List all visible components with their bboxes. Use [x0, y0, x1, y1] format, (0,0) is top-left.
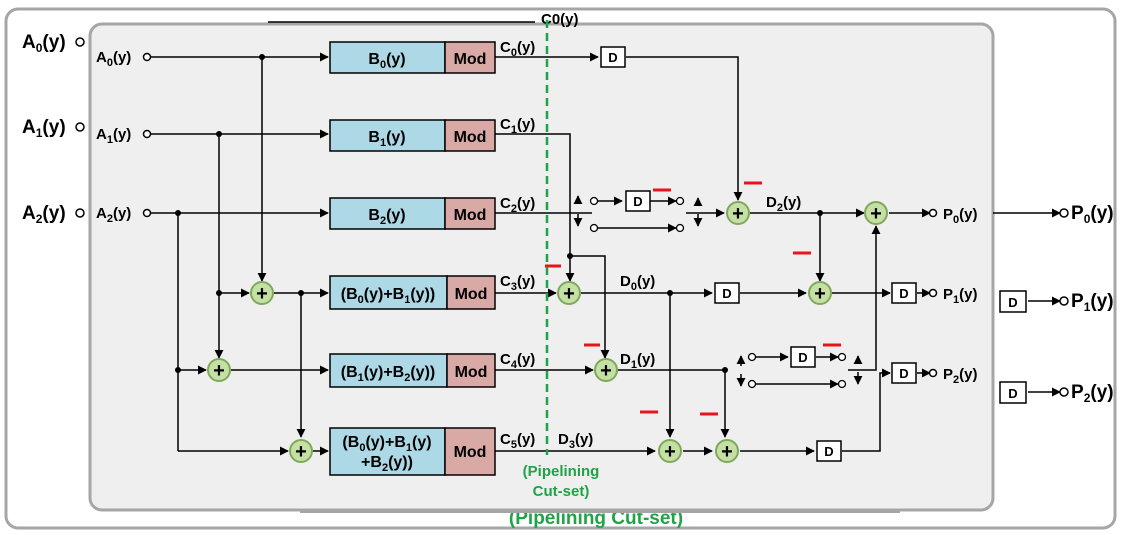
inner-input-a0: A0(y): [96, 49, 152, 69]
sub: 0: [36, 41, 43, 55]
junction-dots: [175, 54, 823, 373]
inner-panel: [88, 22, 995, 512]
svg-text:A1(y): A1(y): [22, 117, 66, 140]
delay-label: D: [899, 366, 908, 381]
svg-text:P1(y): P1(y): [943, 286, 977, 306]
adder-icon: +: [594, 358, 618, 382]
c-labels: C0(y) C1(y) C2(y) C3(y) C4(y) C5(y): [500, 39, 535, 451]
adder-icon: +: [557, 281, 581, 305]
delay-label: D: [798, 350, 807, 365]
inner-output-p2: P2(y): [928, 366, 977, 386]
adder-icon: +: [808, 281, 832, 305]
svg-text:C1(y): C1(y): [500, 116, 535, 136]
svg-text:(B0(y)+B1(y)): (B0(y)+B1(y)): [341, 286, 435, 306]
svg-text:C0(y): C0(y): [500, 39, 535, 59]
svg-text:P0(y): P0(y): [1071, 203, 1114, 226]
block-b2: B2(y) Mod: [329, 197, 496, 230]
inner-output-p1: P1(y): [928, 286, 977, 306]
svg-text:+: +: [256, 283, 268, 305]
adder-icon: +: [864, 201, 888, 225]
svg-text:+: +: [295, 441, 307, 463]
svg-text:A2(y): A2(y): [22, 203, 66, 226]
svg-text:(B1(y)+B2(y)): (B1(y)+B2(y)): [341, 364, 435, 384]
svg-text:+: +: [213, 360, 225, 382]
cutset-label-inner-2: Cut-set): [533, 483, 590, 500]
delay-label: D: [824, 444, 833, 459]
svg-text:D2(y): D2(y): [766, 194, 801, 214]
svg-text:+: +: [664, 441, 676, 463]
svg-text:D0(y): D0(y): [620, 273, 655, 293]
svg-text:D3(y): D3(y): [558, 431, 593, 451]
adder-icon: +: [726, 201, 750, 225]
delay-label: D: [1008, 386, 1017, 401]
top-occluded-label: C0(y): [541, 11, 579, 28]
svg-text:C3(y): C3(y): [500, 273, 535, 293]
svg-text:+: +: [721, 441, 733, 463]
outer-output-p2: P2(y): [1059, 382, 1114, 405]
svg-text:A1(y): A1(y): [96, 126, 131, 146]
adder-icon: +: [289, 439, 313, 463]
outer-output-p0: P0(y): [1059, 203, 1114, 226]
delay-label: D: [1008, 295, 1017, 310]
svg-text:+: +: [563, 283, 575, 305]
outer-frame-gap: [300, 510, 900, 513]
block-b0-b1-b2: (B0(y)+B1(y) +B2(y)) Mod: [329, 427, 496, 476]
delay-labels: D D D D D D D D D: [608, 50, 1017, 459]
svg-text:B2(y): B2(y): [368, 207, 405, 227]
delay-label: D: [633, 194, 642, 209]
svg-text:P0(y): P0(y): [943, 206, 977, 226]
delay-label: D: [608, 50, 617, 65]
svg-text:C2(y): C2(y): [500, 195, 535, 215]
adder-icon: +: [658, 439, 682, 463]
adder-icon: +: [207, 358, 231, 382]
svg-text:+: +: [732, 203, 744, 225]
mod-label: Mod: [454, 444, 487, 461]
svg-text:A2(y): A2(y): [96, 205, 131, 225]
svg-text:+: +: [870, 203, 882, 225]
switch-contacts: [589, 196, 847, 389]
cutset-label-outer: (Pipelining Cut-set): [509, 508, 683, 529]
svg-text:P2(y): P2(y): [943, 366, 977, 386]
svg-text:+: +: [814, 283, 826, 305]
svg-text:P2(y): P2(y): [1071, 382, 1114, 405]
outer-output-p1: P1(y): [1059, 291, 1114, 314]
outer-input-a1: A1(y): [22, 117, 85, 140]
delay-label: D: [722, 286, 731, 301]
svg-text:C4(y): C4(y): [500, 351, 535, 371]
cutset-label-inner-1: (Pipelining: [523, 463, 600, 480]
d-labels: D2(y) D0(y) D1(y) D3(y): [558, 194, 801, 451]
mod-label: Mod: [454, 51, 487, 68]
inner-output-p0: P0(y): [928, 206, 977, 226]
adder-icon: +: [250, 281, 274, 305]
block-b0: B0(y) Mod: [329, 41, 496, 74]
mod-label: Mod: [455, 364, 488, 381]
inner-input-a2: A2(y): [96, 205, 152, 225]
block-b0-b1: (B0(y)+B1(y)) Mod: [329, 275, 496, 310]
block-b1: B1(y) Mod: [329, 119, 496, 152]
outer-input-a0: A0(y): [22, 32, 85, 55]
svg-text:+B2(y)): +B2(y)): [361, 454, 413, 474]
inner-input-a1: A1(y): [96, 126, 152, 146]
block-b1-b2: (B1(y)+B2(y)) Mod: [329, 353, 496, 388]
adder-icon: +: [715, 439, 739, 463]
outer-input-a2: A2(y): [22, 203, 85, 226]
svg-text:C5(y): C5(y): [500, 431, 535, 451]
svg-text:P1(y): P1(y): [1071, 291, 1114, 314]
delay-label: D: [899, 286, 908, 301]
svg-text:A0(y): A0(y): [22, 32, 66, 55]
wires: [151, 52, 1061, 456]
svg-text:D1(y): D1(y): [620, 351, 655, 371]
svg-text:A0(y): A0(y): [96, 49, 131, 69]
mod-label: Mod: [454, 207, 487, 224]
svg-text:B1(y): B1(y): [368, 129, 405, 149]
delay-boxes: [600, 46, 1027, 462]
mod-label: Mod: [454, 129, 487, 146]
svg-text:+: +: [600, 360, 612, 382]
svg-text:B0(y): B0(y): [368, 51, 405, 71]
minus-markers: [545, 181, 841, 416]
mod-label: Mod: [455, 286, 488, 303]
adders: + + + + + + + + + +: [207, 201, 888, 463]
